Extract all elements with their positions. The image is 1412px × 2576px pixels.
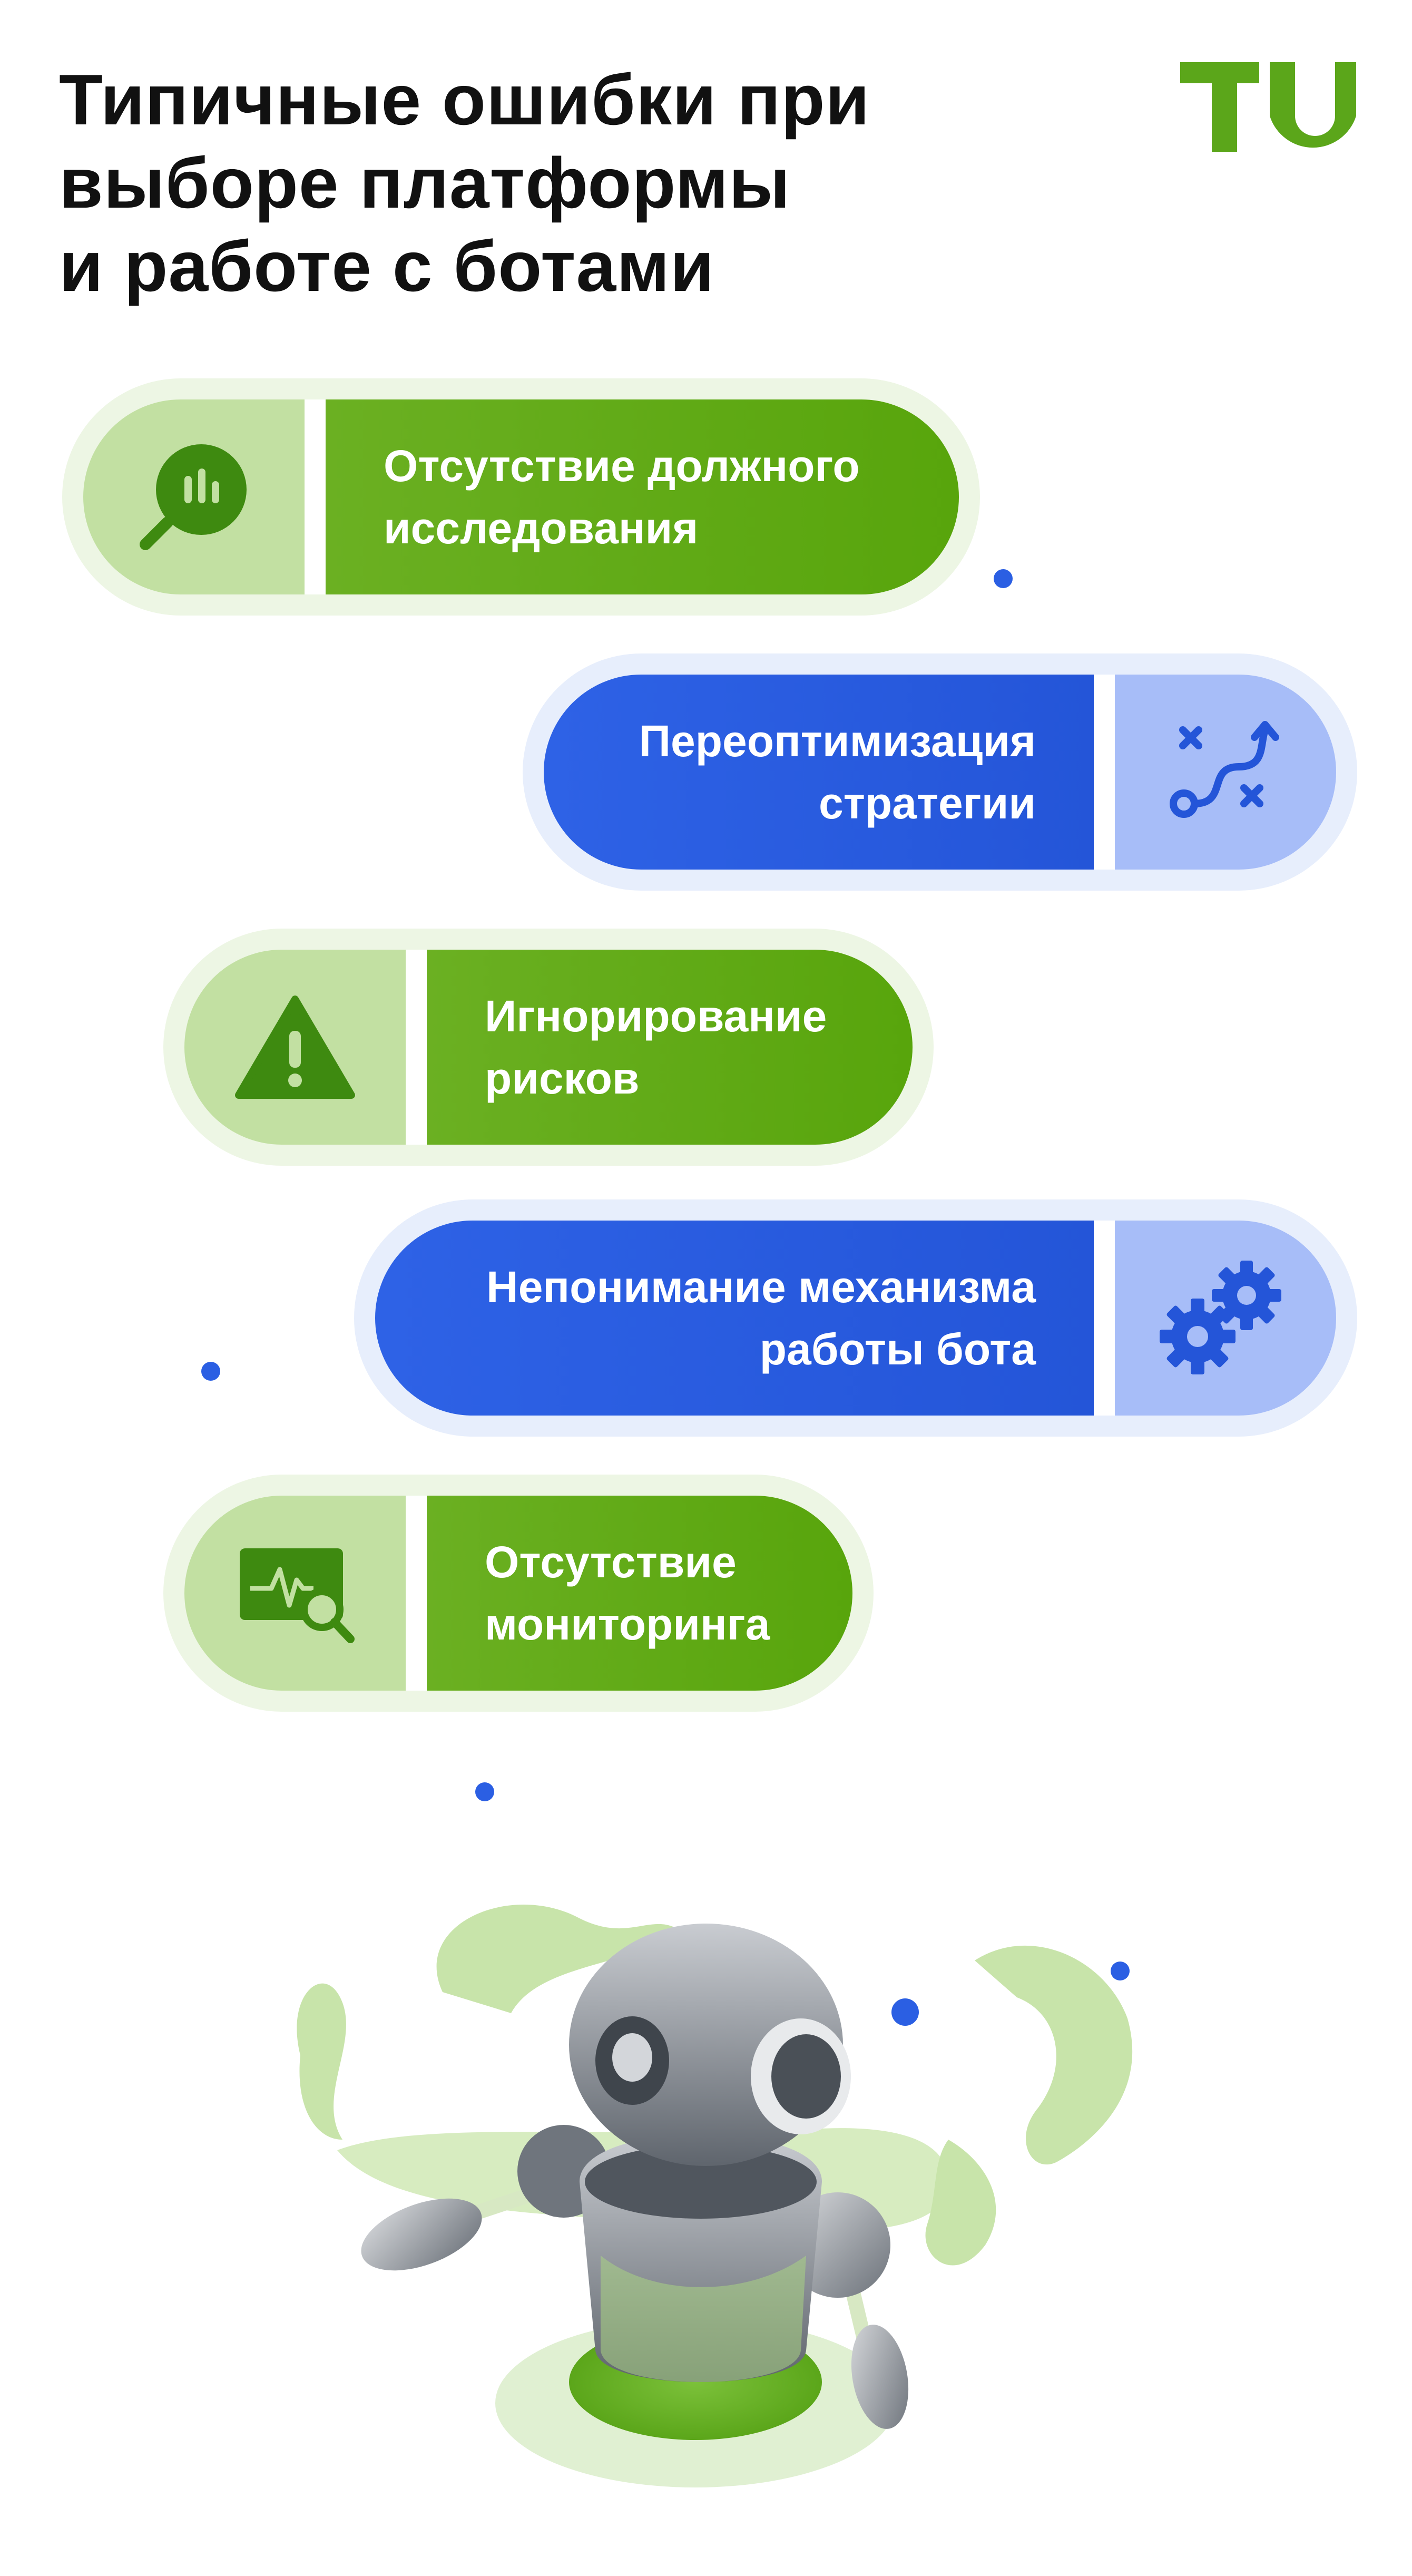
title-line-1: Типичные ошибки при	[59, 60, 870, 140]
item-label-line-1: Отсутствие	[485, 1537, 737, 1587]
item-pill-overoptimization: Переоптимизация стратегии	[544, 675, 1336, 870]
monitor-search-icon	[240, 1548, 355, 1643]
item-label-line-1: Переоптимизация	[639, 716, 1036, 766]
strategy-path-icon	[1170, 721, 1279, 818]
title-line-2: выборе платформы	[59, 143, 791, 223]
item-label: Непонимание механизма работы бота	[375, 1221, 1115, 1416]
item-label-line-1: Отсутствие должного	[384, 441, 860, 491]
item-icon-cell	[83, 399, 305, 594]
item-label-line-2: работы бота	[759, 1324, 1036, 1374]
item-label-line-2: стратегии	[818, 778, 1036, 828]
title-line-3: и работе с ботами	[59, 226, 715, 306]
item-label: Переоптимизация стратегии	[544, 675, 1115, 870]
robot-illustration	[297, 1905, 1133, 2487]
item-label-line-1: Непонимание механизма	[486, 1262, 1036, 1312]
item-label-line-1: Игнорирование	[485, 991, 827, 1041]
item-icon-cell	[184, 950, 406, 1145]
item-icon-cell	[1115, 1221, 1336, 1416]
item-label: Игнорирование рисков	[406, 950, 913, 1145]
warning-icon	[235, 996, 355, 1099]
tu-logo	[1180, 62, 1356, 152]
item-pill-no-monitoring: Отсутствие мониторинга	[184, 1496, 852, 1691]
item-label: Отсутствие должного исследования	[305, 399, 959, 594]
item-pill-ignoring-risks: Игнорирование рисков	[184, 950, 913, 1145]
item-pill-bot-mechanism: Непонимание механизма работы бота	[375, 1221, 1336, 1416]
gears-icon	[1160, 1261, 1281, 1374]
page-title: Типичные ошибки при выборе платформы и р…	[59, 58, 1060, 308]
item-icon-cell	[184, 1496, 406, 1691]
item-icon-cell	[1115, 675, 1336, 870]
item-label: Отсутствие мониторинга	[406, 1496, 852, 1691]
item-pill-research: Отсутствие должного исследования	[83, 399, 959, 594]
item-label-line-2: мониторинга	[485, 1599, 770, 1649]
item-label-line-2: рисков	[485, 1053, 640, 1103]
analytics-search-icon	[140, 444, 247, 550]
item-label-line-2: исследования	[384, 503, 699, 553]
